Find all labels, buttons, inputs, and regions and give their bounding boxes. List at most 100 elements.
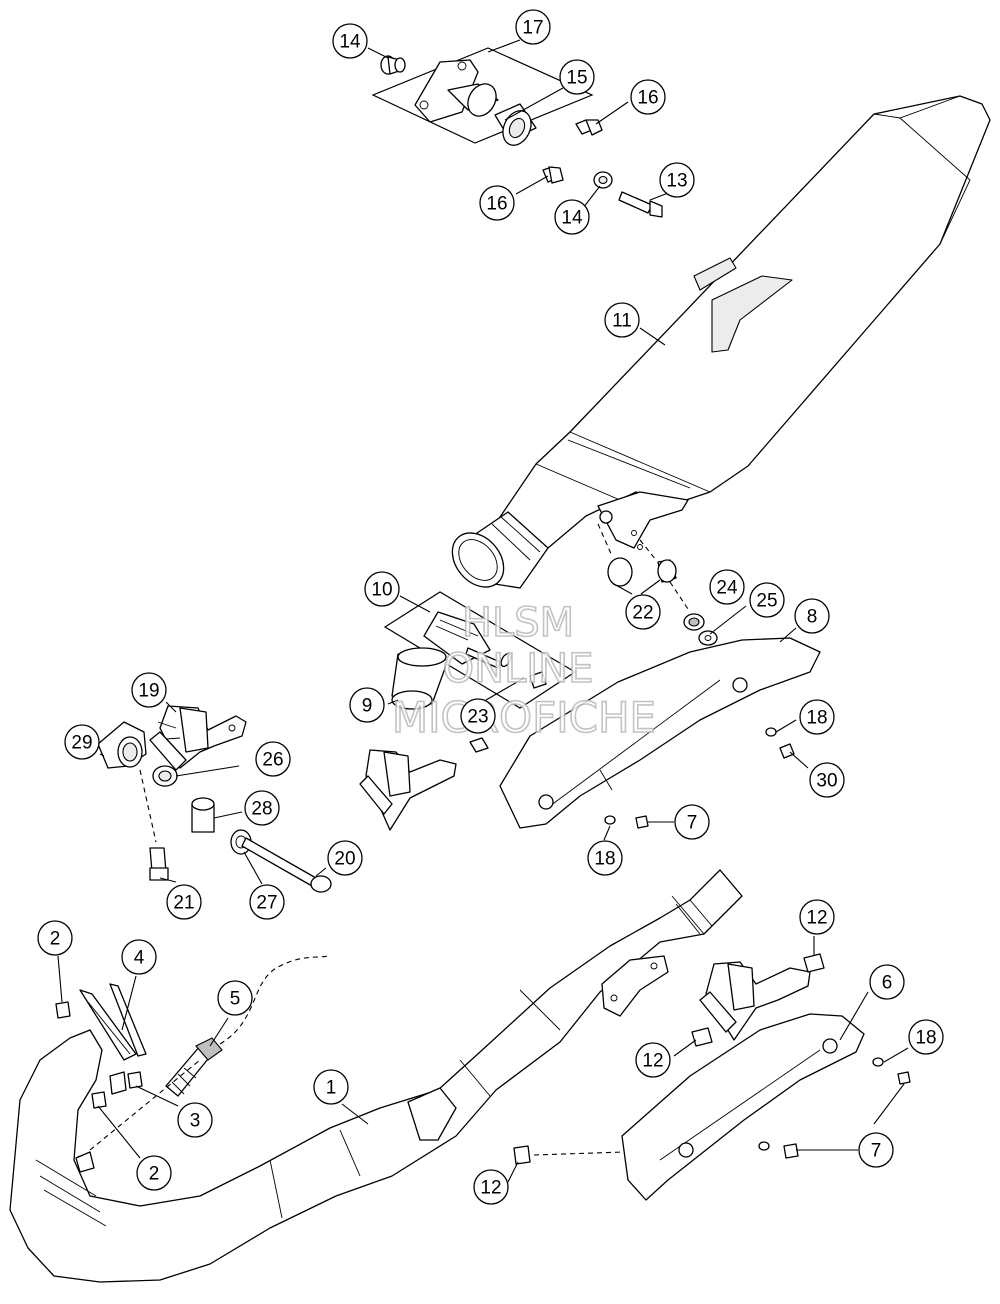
callout-circle bbox=[255, 741, 291, 777]
watermark-line2: ONLINE bbox=[443, 646, 594, 692]
bushing-14-top bbox=[380, 55, 406, 75]
washer-24 bbox=[683, 613, 705, 631]
washer-18-middle bbox=[604, 815, 616, 825]
callout-number: 12 bbox=[480, 1178, 501, 1199]
bolt-21 bbox=[149, 847, 169, 881]
callout-circle bbox=[217, 980, 253, 1016]
callout-circle bbox=[313, 1069, 349, 1105]
rubber-26 bbox=[152, 765, 178, 787]
callout-21: 21 bbox=[166, 884, 202, 920]
callout-12: 12 bbox=[635, 1042, 671, 1078]
nut-2-upper bbox=[55, 1001, 71, 1019]
clip-nut bbox=[469, 737, 489, 753]
callout-2: 2 bbox=[37, 920, 73, 956]
callout-18: 18 bbox=[799, 699, 835, 735]
callout-3: 3 bbox=[177, 1102, 213, 1138]
callout-15: 15 bbox=[559, 59, 595, 95]
callout-9: 9 bbox=[349, 687, 385, 723]
callout-circle bbox=[625, 594, 661, 630]
callout-circle bbox=[659, 162, 695, 198]
muffler-11 bbox=[451, 95, 991, 589]
washer-18-lower bbox=[872, 1057, 884, 1067]
callout-13: 13 bbox=[659, 162, 695, 198]
callout-number: 28 bbox=[251, 799, 272, 820]
callout-number: 30 bbox=[816, 771, 837, 792]
callout-circle bbox=[131, 672, 167, 708]
callout-number: 27 bbox=[256, 893, 277, 914]
callout-12: 12 bbox=[473, 1169, 509, 1205]
callout-26: 26 bbox=[255, 741, 291, 777]
callout-number: 19 bbox=[138, 681, 159, 702]
sleeve-9 bbox=[391, 647, 449, 710]
gasket-clip bbox=[109, 1071, 127, 1095]
callout-number: 24 bbox=[716, 578, 738, 599]
callout-11: 11 bbox=[604, 302, 640, 338]
washer-18-bottom bbox=[758, 1141, 770, 1151]
callout-circle bbox=[630, 79, 666, 115]
bushing-14-lower bbox=[593, 171, 613, 189]
callout-number: 6 bbox=[882, 973, 893, 994]
callout-circle bbox=[587, 840, 623, 876]
callout-number: 2 bbox=[50, 929, 61, 950]
bushing-25 bbox=[698, 630, 718, 646]
clamp-19 bbox=[149, 705, 247, 771]
callout-number: 15 bbox=[566, 68, 587, 89]
callout-number: 18 bbox=[594, 849, 615, 870]
callout-7: 7 bbox=[674, 804, 710, 840]
clip-12-upper bbox=[803, 953, 825, 973]
callout-number: 29 bbox=[71, 733, 92, 754]
watermark-line1: HLSM bbox=[462, 600, 574, 646]
gasket-4 bbox=[79, 983, 147, 1061]
header-pipe-1 bbox=[9, 869, 743, 1283]
callout-number: 7 bbox=[687, 813, 698, 834]
callout-25: 25 bbox=[749, 582, 785, 618]
clamp-kit-10 bbox=[383, 591, 577, 709]
callout-8: 8 bbox=[794, 598, 830, 634]
callout-circle bbox=[121, 939, 157, 975]
callout-29: 29 bbox=[64, 724, 100, 760]
callout-circle bbox=[709, 569, 745, 605]
washer-18-upper bbox=[765, 727, 777, 737]
callout-14: 14 bbox=[554, 199, 590, 235]
callout-number: 17 bbox=[522, 18, 543, 39]
sleeve-28 bbox=[191, 797, 215, 833]
callout-number: 23 bbox=[467, 707, 488, 728]
callout-circle bbox=[64, 724, 100, 760]
callout-circle bbox=[674, 804, 710, 840]
callout-number: 25 bbox=[756, 591, 777, 612]
callout-circle bbox=[559, 59, 595, 95]
clamp-lower bbox=[699, 961, 811, 1041]
screw-16-upper bbox=[575, 119, 603, 136]
screw-7-right bbox=[897, 1071, 911, 1085]
callout-19: 19 bbox=[131, 672, 167, 708]
callout-12: 12 bbox=[799, 899, 835, 935]
screw-30 bbox=[779, 743, 795, 759]
callout-circle bbox=[136, 1155, 172, 1191]
callout-1: 1 bbox=[313, 1069, 349, 1105]
callout-number: 26 bbox=[262, 750, 283, 771]
callout-2: 2 bbox=[136, 1155, 172, 1191]
callout-16: 16 bbox=[630, 79, 666, 115]
callout-14: 14 bbox=[332, 23, 368, 59]
callout-circle bbox=[794, 598, 830, 634]
callout-number: 3 bbox=[190, 1111, 201, 1132]
callout-number: 22 bbox=[632, 603, 653, 624]
callout-number: 20 bbox=[334, 849, 355, 870]
callout-circle bbox=[473, 1169, 509, 1205]
mounting-kit-17 bbox=[371, 47, 594, 146]
screw-7-upper bbox=[635, 815, 649, 829]
callout-circle bbox=[799, 699, 835, 735]
callout-circle bbox=[799, 899, 835, 935]
screw-7-lower bbox=[783, 1143, 799, 1159]
callout-circle bbox=[604, 302, 640, 338]
callout-16: 16 bbox=[479, 185, 515, 221]
callout-23: 23 bbox=[460, 698, 496, 734]
callout-6: 6 bbox=[869, 964, 905, 1000]
callout-number: 16 bbox=[486, 194, 507, 215]
callout-17: 17 bbox=[515, 9, 551, 45]
callout-number: 18 bbox=[915, 1028, 936, 1049]
callout-circle bbox=[249, 884, 285, 920]
sensor-clip bbox=[75, 1151, 95, 1173]
callout-circle bbox=[635, 1042, 671, 1078]
